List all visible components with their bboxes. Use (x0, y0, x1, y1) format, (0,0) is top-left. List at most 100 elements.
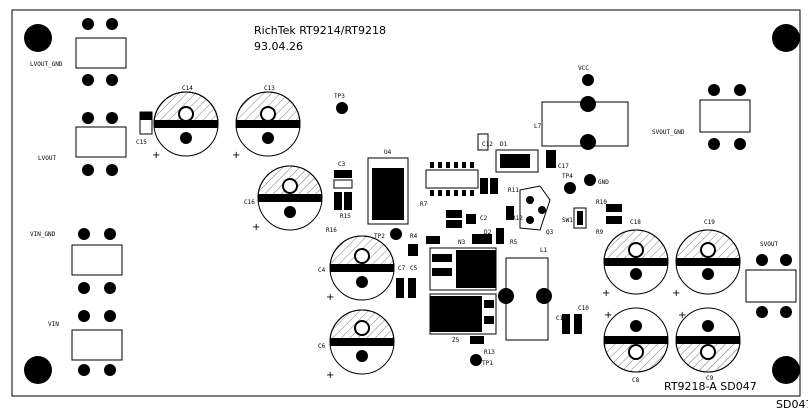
inductor-l7: VCC L7 (534, 65, 629, 150)
svg-text:R9: R9 (596, 229, 604, 236)
svg-text:C17: C17 (558, 163, 569, 170)
svg-text:+: + (252, 222, 260, 233)
svg-text:TP4: TP4 (562, 173, 573, 180)
svg-text:R16: R16 (326, 227, 337, 234)
svg-text:+: + (152, 150, 160, 161)
connector-vin-label: VIN (48, 321, 59, 328)
svg-text:R11: R11 (508, 187, 519, 194)
l7-label: L7 (534, 123, 542, 130)
svg-text:C11: C11 (556, 315, 567, 322)
connector-vin-gnd: VIN_GND (30, 228, 123, 294)
component-group-r7: R7 C2 (420, 201, 488, 228)
connector-lvout-label: LVOUT (38, 155, 56, 162)
testpoint-tp1: TP1 (470, 354, 493, 367)
svg-text:+: + (326, 370, 334, 381)
svg-text:TP1: TP1 (482, 360, 493, 367)
capacitor-c16: C16 + (244, 165, 323, 233)
mounting-hole-top-right (772, 24, 800, 52)
svg-text:C10: C10 (578, 305, 589, 312)
svg-text:D2: D2 (484, 229, 492, 236)
connector-svout-gnd-label: SVOUT_GND (652, 129, 685, 136)
svg-text:+: + (678, 310, 686, 321)
mounting-hole-bottom-right (772, 356, 800, 384)
resistor-r13: R13 (470, 336, 495, 356)
resistor-r4: R4 (410, 233, 440, 244)
svg-text:C7: C7 (398, 265, 406, 272)
svg-text:C14: C14 (182, 85, 193, 92)
testpoint-tp4: TP4 (562, 173, 576, 194)
svg-text:U4: U4 (384, 149, 392, 156)
svg-text:+: + (672, 288, 680, 299)
svg-text:R4: R4 (410, 233, 418, 240)
capacitor-c17: C17 (546, 150, 569, 170)
resistor-r9: R9 (596, 216, 622, 236)
resistor-r11: R11 (480, 178, 519, 194)
svg-text:+: + (232, 150, 240, 161)
svg-text:C2: C2 (480, 215, 488, 222)
svg-text:R12: R12 (512, 215, 523, 222)
connector-lvout-gnd: LVOUT_GND (30, 18, 127, 86)
svg-text:C19: C19 (704, 219, 715, 226)
mosfet-top (429, 247, 497, 291)
svg-text:C6: C6 (318, 343, 326, 350)
corner-label: SD047 (776, 398, 808, 410)
svg-text:R7: R7 (420, 201, 428, 208)
svg-text:+: + (602, 288, 610, 299)
svg-text:C13: C13 (264, 85, 275, 92)
mounting-hole-top-left (24, 24, 52, 52)
svg-text:D1: D1 (500, 141, 508, 148)
svg-text:Z5: Z5 (452, 337, 460, 344)
capacitor-c11-c10: C11 C10 (556, 305, 589, 334)
svg-text:C9: C9 (706, 375, 714, 382)
svg-text:C4: C4 (318, 267, 326, 274)
board-date: 93.04.26 (254, 40, 303, 53)
resistor-r5: R5 (496, 228, 518, 246)
capacitor-c8: C8 + (603, 307, 669, 384)
transistor-q3: Q3 (519, 185, 554, 236)
svg-text:N3: N3 (458, 239, 466, 246)
component-n3: N3 D2 (458, 229, 492, 246)
testpoint-tp3: TP3 (334, 93, 348, 114)
connector-svout-label: SVOUT (760, 241, 778, 248)
testpoint-gnd: GND (584, 174, 609, 186)
board-revision-label: RT9218-A SD047 (664, 380, 757, 393)
capacitor-c15: C15 (136, 111, 153, 146)
svg-text:C15: C15 (136, 139, 147, 146)
capacitor-c9: C9 + (675, 307, 741, 382)
svg-text:R5: R5 (510, 239, 518, 246)
capacitor-c4: C4 + (318, 235, 395, 303)
resistor-r12: R12 (506, 206, 523, 222)
resistor-r15: R15 R16 (326, 192, 352, 234)
capacitor-c13: C13 + (232, 85, 301, 161)
connector-lvout-gnd-label: LVOUT_GND (30, 61, 63, 68)
connector-vin-gnd-label: VIN_GND (30, 231, 56, 238)
svg-text:C8: C8 (632, 377, 640, 384)
connector-lvout: LVOUT (38, 112, 127, 176)
connector-vin: VIN (48, 310, 123, 376)
capacitor-c18: C18 + (602, 219, 669, 299)
board-title: RichTek RT9214/RT9218 (254, 24, 386, 37)
mounting-hole-bottom-left (24, 356, 52, 384)
svg-text:+: + (326, 292, 334, 303)
capacitor-c12: C12 (477, 133, 493, 151)
capacitor-c6: C6 + (318, 309, 395, 381)
svg-text:+: + (604, 310, 612, 321)
ic-controller (425, 162, 479, 196)
svg-text:SW1: SW1 (562, 217, 573, 224)
svg-text:GND: GND (598, 179, 609, 186)
svg-text:L1: L1 (540, 247, 548, 254)
svg-text:TP2: TP2 (374, 233, 385, 240)
resistor-r10: R10 (596, 199, 622, 212)
mosfet-z5: Z5 (429, 293, 497, 344)
svg-text:R13: R13 (484, 349, 495, 356)
svg-text:C5: C5 (410, 265, 418, 272)
capacitor-c14: C14 + (152, 85, 219, 161)
connector-svout-gnd: SVOUT_GND (652, 84, 751, 150)
svg-text:C3: C3 (338, 161, 346, 168)
capacitor-c3: C3 (333, 161, 353, 189)
diode-d1: D1 (495, 141, 539, 173)
testpoint-tp2: TP2 (374, 228, 402, 240)
vcc-label: VCC (578, 65, 589, 72)
ic-u4: U4 (367, 149, 409, 225)
